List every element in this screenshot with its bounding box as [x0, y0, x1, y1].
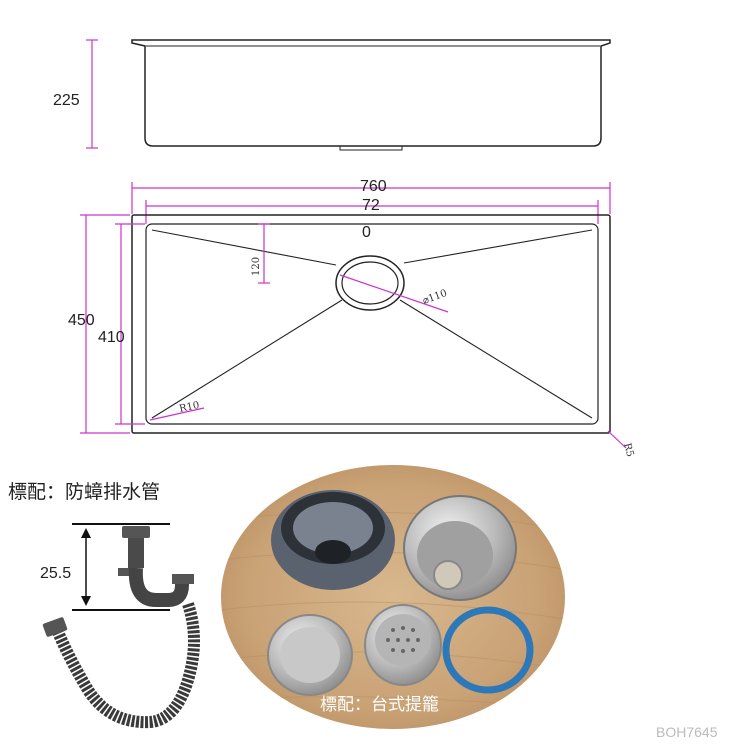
sink-side-profile	[131, 39, 611, 147]
inner-width-label: 72	[362, 197, 380, 214]
model-code: BOH7645	[656, 724, 718, 740]
outer-height-label: 450	[68, 312, 95, 329]
sink-rim	[131, 214, 611, 434]
drain-hole-inner	[341, 261, 399, 305]
inner-height-label: 410	[98, 329, 125, 346]
drain-pipe-section: 標配：防蟑排水管 25.5	[8, 481, 200, 729]
photo-caption: 標配：台式提籠	[320, 694, 439, 715]
drain-diameter-label: ⌀110	[421, 288, 448, 307]
side-height-label: 225	[53, 92, 80, 109]
slope-label: 120	[251, 257, 262, 276]
drain-pipe-illustration	[42, 526, 200, 729]
steel-drain-basket	[403, 495, 517, 601]
drain-outlet	[339, 145, 403, 151]
seal-ring	[442, 606, 534, 694]
rubber-drain-strainer	[271, 490, 395, 590]
side-view: 225	[53, 39, 611, 151]
corner-radius-label: R10	[178, 400, 200, 415]
outer-width-label: 760	[360, 178, 387, 195]
rim-radius-label: R5	[621, 442, 635, 458]
center-label: 0	[362, 224, 371, 241]
drain-stopper	[267, 614, 353, 696]
drain-pipe-caption: 標配：防蟑排水管	[8, 481, 160, 503]
top-view: 760 72 0 120 ⌀110 R10 R5	[68, 178, 635, 458]
drain-pipe-height-label: 25.5	[40, 565, 71, 582]
perforated-basket	[364, 604, 442, 686]
accessories-photo: 標配：台式提籠	[221, 465, 565, 729]
sink-basin	[145, 223, 599, 425]
drain-hole-outer	[335, 255, 405, 311]
